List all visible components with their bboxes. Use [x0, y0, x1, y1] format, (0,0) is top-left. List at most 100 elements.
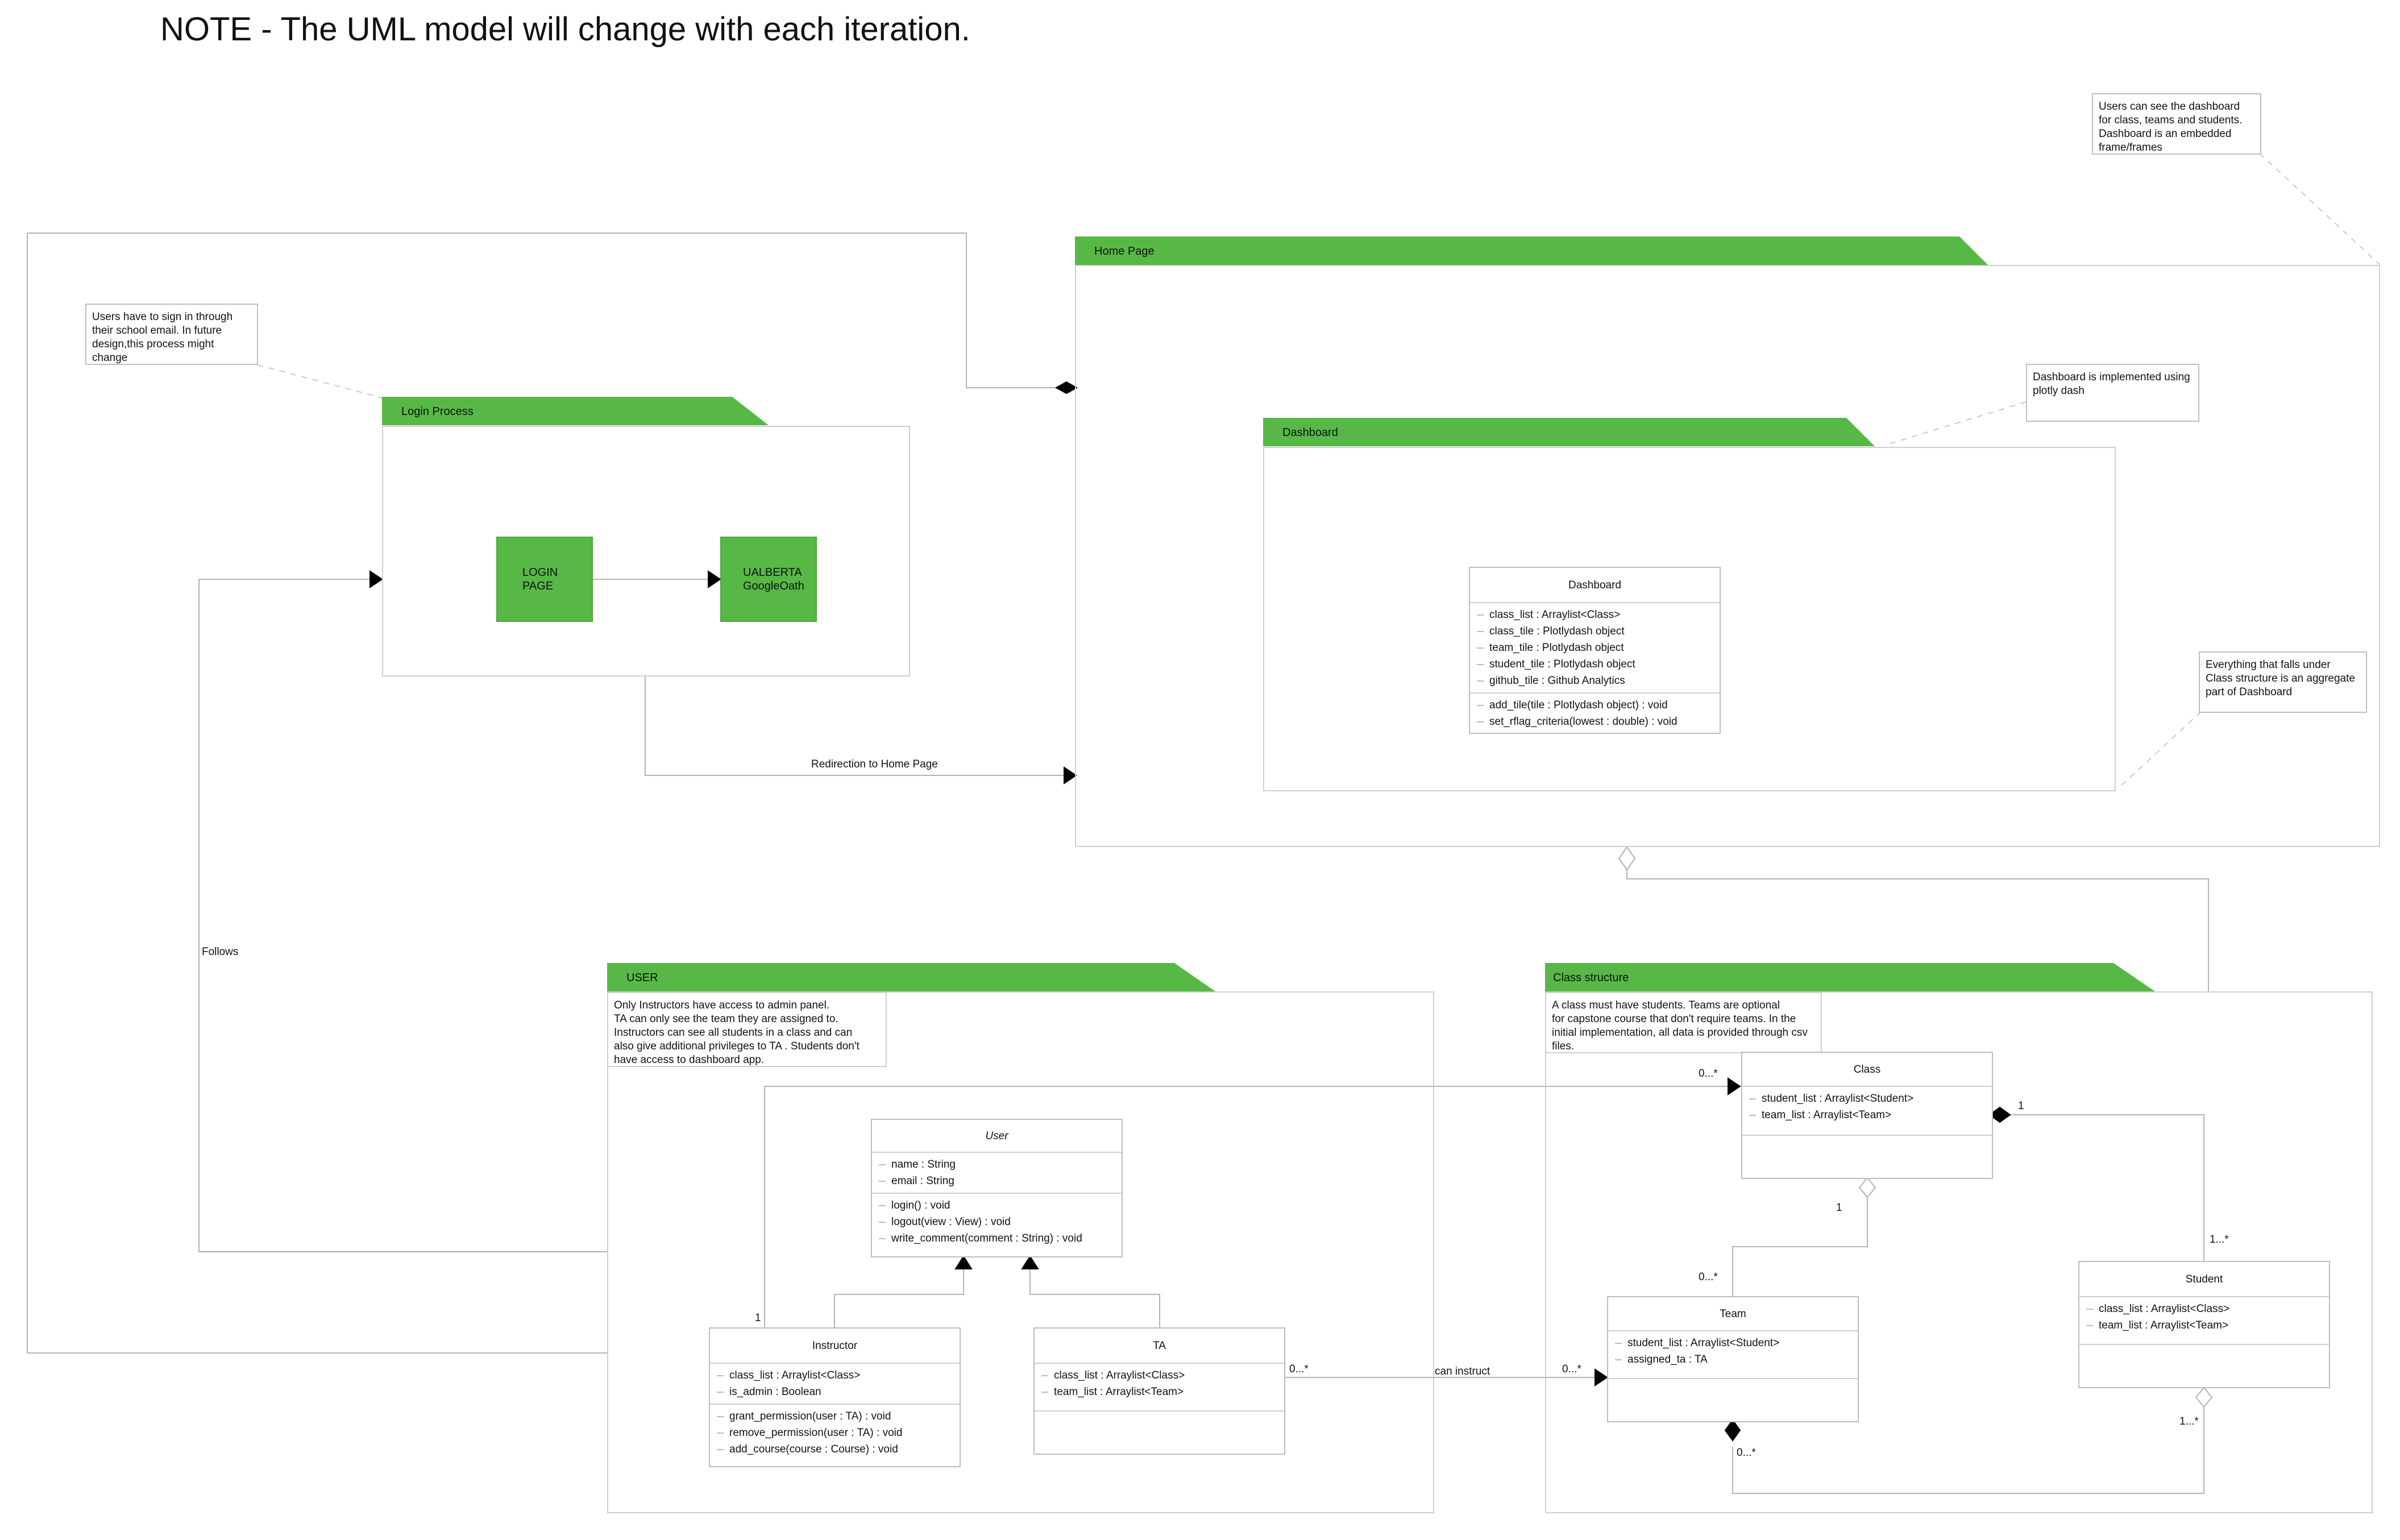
home-composition-diamond	[1054, 381, 1078, 395]
class-attribute: student_list : Arraylist<Student>	[1742, 1090, 1992, 1107]
class-attribute: team_list : Arraylist<Team>	[1742, 1107, 1992, 1123]
follows-line	[198, 579, 607, 1252]
multiplicity-label: 1...*	[2179, 1416, 2199, 1427]
class-structure-tab: Class structure	[1545, 963, 2156, 991]
class-attribute: class_tile : Plotlydash object	[1470, 623, 1720, 640]
class-method: set_rflag_criteria(lowest : double) : vo…	[1470, 713, 1720, 730]
multiplicity-label: 0...*	[1699, 1271, 1718, 1283]
dashboard-class-methods: add_tile(tile : Plotlydash object) : voi…	[1470, 694, 1720, 733]
class-class: Class student_list : Arraylist<Student> …	[1741, 1052, 1993, 1179]
home-page-tab-shape	[1075, 236, 1988, 265]
instructor-generalization-line	[834, 1269, 964, 1327]
sign-in-note: Users have to sign in through their scho…	[85, 304, 258, 365]
class-attribute: email : String	[872, 1173, 1122, 1189]
instructor-class-attributes: class_list : Arraylist<Class> is_admin :…	[710, 1364, 960, 1405]
student-class-attributes: class_list : Arraylist<Class> team_list …	[2079, 1297, 2329, 1345]
user-class-name: User	[872, 1120, 1122, 1153]
dashboard-class-attributes: class_list : Arraylist<Class> class_tile…	[1470, 603, 1720, 694]
class-attribute: assigned_ta : TA	[1608, 1351, 1858, 1368]
multiplicity-label: 0...*	[1289, 1363, 1309, 1375]
class-attribute: class_list : Arraylist<Class>	[2079, 1301, 2329, 1317]
dashboard-aggregation-diamond	[1618, 846, 1636, 871]
class-attribute: github_tile : Github Analytics	[1470, 673, 1720, 689]
redirection-line	[645, 676, 1068, 776]
user-class: User name : String email : String login(…	[871, 1119, 1123, 1257]
instructor-class-arrowhead	[1728, 1077, 1741, 1095]
class-method: logout(view : View) : void	[872, 1214, 1122, 1230]
team-class: Team student_list : Arraylist<Student> a…	[1607, 1296, 1859, 1422]
user-class-attributes: name : String email : String	[872, 1153, 1122, 1194]
class-attribute: team_tile : Plotlydash object	[1470, 640, 1720, 656]
class-attribute: student_tile : Plotlydash object	[1470, 656, 1720, 673]
team-class-attributes: student_list : Arraylist<Student> assign…	[1608, 1331, 1858, 1379]
team-class-name: Team	[1608, 1297, 1858, 1331]
class-attribute: class_list : Arraylist<Class>	[1035, 1367, 1284, 1384]
ta-class-attributes: class_list : Arraylist<Class> team_list …	[1035, 1364, 1284, 1412]
user-class-methods: login() : void logout(view : View) : voi…	[872, 1194, 1122, 1250]
student-class: Student class_list : Arraylist<Class> te…	[2078, 1261, 2330, 1388]
home-page-package	[1075, 265, 2380, 847]
follows-label: Follows	[202, 946, 239, 958]
home-page-tab: Home Page	[1075, 236, 1989, 265]
aggregate-note: Everything that falls under Class struct…	[2199, 651, 2367, 713]
class-student-composition-diamond	[1988, 1106, 2011, 1123]
user-package	[607, 991, 1434, 1513]
multiplicity-label: 0...*	[1699, 1068, 1718, 1080]
class-class-name: Class	[1742, 1053, 1992, 1087]
outer-link-line	[966, 233, 1068, 388]
dashboard-note-connector	[2259, 153, 2380, 265]
class-attribute: team_list : Arraylist<Team>	[1035, 1384, 1284, 1400]
class-method: add_tile(tile : Plotlydash object) : voi…	[1470, 697, 1720, 713]
redirection-arrowhead	[1064, 766, 1077, 784]
login-process-tab-shape	[382, 397, 769, 425]
login-process-package	[382, 426, 910, 676]
dashboard-view-note: Users can see the dashboard for class, t…	[2092, 93, 2261, 155]
plotly-note: Dashboard is implemented using plotly da…	[2026, 364, 2199, 422]
class-attribute: class_list : Arraylist<Class>	[710, 1367, 960, 1384]
class-structure-tab-label: Class structure	[1553, 972, 1629, 984]
class-structure-aggregate-line	[1626, 870, 2209, 991]
team-class-methods	[1608, 1379, 1858, 1386]
team-student-line	[1732, 1400, 2204, 1494]
class-method: remove_permission(user : TA) : void	[710, 1425, 960, 1441]
class-attribute: name : String	[872, 1156, 1122, 1173]
ta-class: TA class_list : Arraylist<Class> team_li…	[1033, 1327, 1285, 1455]
login-page-box: LOGIN PAGE	[496, 537, 593, 622]
follows-arrowhead	[369, 570, 383, 588]
home-page-tab-label: Home Page	[1094, 245, 1155, 258]
class-student-line	[2010, 1114, 2204, 1261]
login-process-tab-label: Login Process	[401, 405, 474, 418]
user-tab-label: USER	[626, 972, 658, 984]
user-tab-shape	[607, 963, 1215, 991]
multiplicity-label: 0...*	[1737, 1447, 1756, 1459]
class-class-methods	[1742, 1136, 1992, 1143]
class-method: add_course(course : Course) : void	[710, 1441, 960, 1458]
dashboard-class-name: Dashboard	[1470, 568, 1720, 603]
multiplicity-label: 1	[2018, 1100, 2024, 1112]
student-aggregation-diamond	[2195, 1387, 2213, 1408]
can-instruct-label: can instruct	[1435, 1365, 1490, 1377]
user-inheritance-arrow-a	[954, 1255, 973, 1269]
class-team-line	[1732, 1194, 1868, 1296]
login-process-tab: Login Process	[382, 397, 770, 425]
student-class-methods	[2079, 1345, 2329, 1352]
ta-class-name: TA	[1035, 1329, 1284, 1364]
class-method: write_comment(comment : String) : void	[872, 1230, 1122, 1247]
ta-class-methods	[1035, 1412, 1284, 1418]
class-attribute: class_list : Arraylist<Class>	[1470, 607, 1720, 623]
class-method: login() : void	[872, 1197, 1122, 1214]
dashboard-tab: Dashboard	[1263, 418, 1876, 446]
instructor-class: Instructor class_list : Arraylist<Class>…	[709, 1327, 961, 1467]
user-access-note: Only Instructors have access to admin pa…	[607, 992, 887, 1067]
instructor-class-name: Instructor	[710, 1329, 960, 1364]
ta-generalization-line	[1029, 1269, 1160, 1327]
multiplicity-label: 1...*	[2210, 1234, 2229, 1246]
class-team-aggregation-diamond	[1858, 1177, 1876, 1198]
class-attribute: is_admin : Boolean	[710, 1384, 960, 1400]
multiplicity-label: 1	[755, 1312, 761, 1324]
redirection-label: Redirection to Home Page	[811, 758, 938, 770]
instructor-class-line	[764, 1086, 1728, 1327]
class-structure-note: A class must have students. Teams are op…	[1545, 992, 1822, 1053]
dashboard-tab-label: Dashboard	[1282, 426, 1338, 439]
